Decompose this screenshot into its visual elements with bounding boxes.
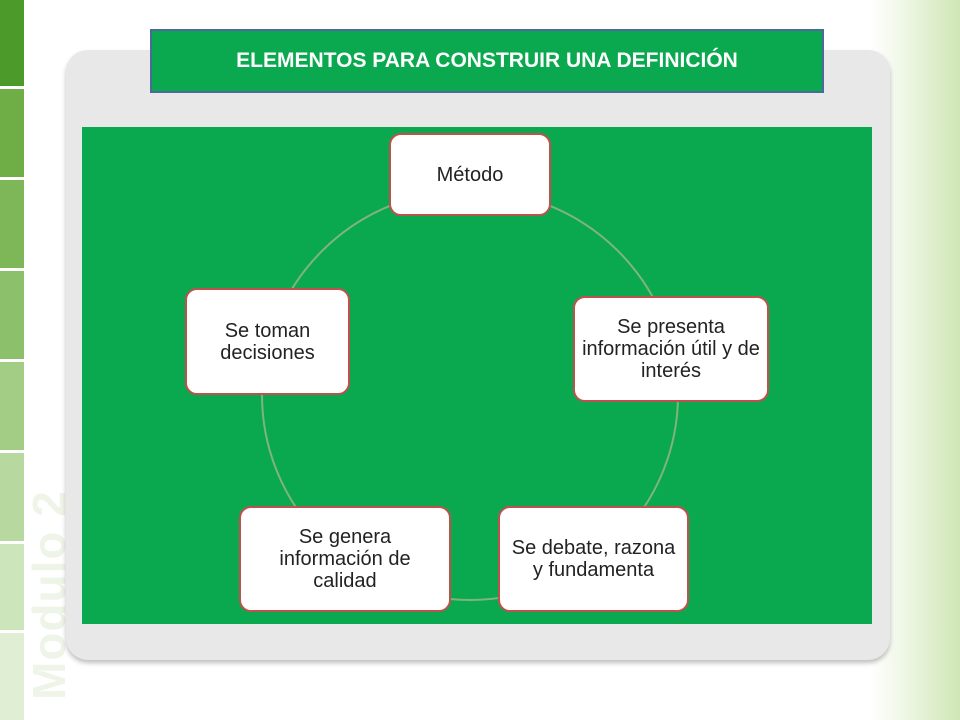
sidebar-segment	[0, 89, 24, 177]
sidebar-segment	[0, 180, 24, 268]
sidebar-segment	[0, 362, 24, 450]
sidebar-segment	[0, 0, 24, 86]
cycle-node-metodo: Método	[389, 133, 551, 216]
cycle-node-label: Método	[436, 163, 504, 186]
cycle-node-label: Se presenta información útil y de interé…	[582, 316, 760, 382]
cycle-node-genera-informacion: Se genera información de calidad	[239, 506, 451, 612]
sidebar-segment	[0, 633, 24, 720]
cycle-node-label: Se genera información de calidad	[279, 526, 411, 592]
slide-title: ELEMENTOS PARA CONSTRUIR UNA DEFINICIÓN	[150, 29, 824, 93]
sidebar-segment	[0, 271, 24, 359]
cycle-node-presenta-informacion: Se presenta información útil y de interé…	[573, 296, 769, 402]
cycle-node-toman-decisiones: Se toman decisiones	[185, 288, 350, 395]
sidebar-segment	[0, 544, 24, 630]
sidebar-segment	[0, 453, 24, 541]
slide-title-text: ELEMENTOS PARA CONSTRUIR UNA DEFINICIÓN	[236, 49, 738, 72]
cycle-node-label: Se debate, razona y fundamenta	[511, 537, 676, 581]
left-sidebar-decoration	[0, 0, 24, 720]
cycle-node-label: Se toman decisiones	[220, 319, 315, 364]
cycle-node-debate: Se debate, razona y fundamenta	[498, 506, 689, 612]
